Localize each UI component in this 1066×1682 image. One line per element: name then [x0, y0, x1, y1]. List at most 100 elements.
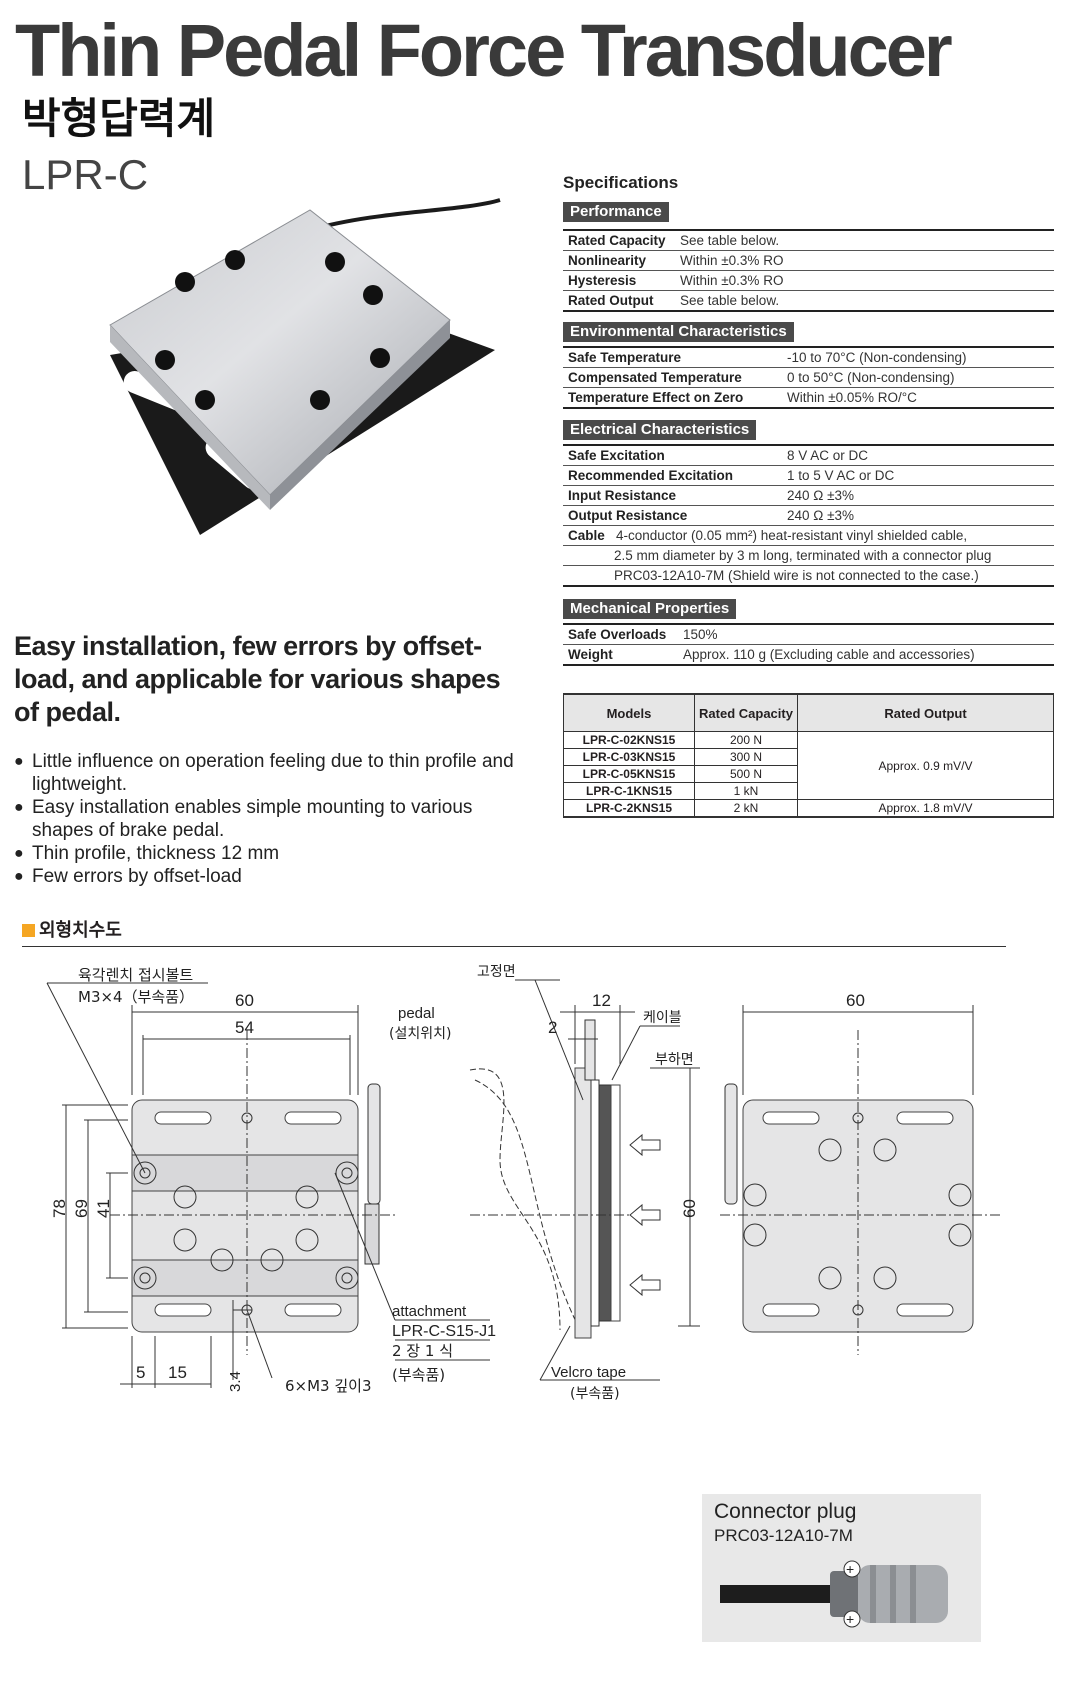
dim-label-5: 5 — [136, 1363, 145, 1382]
spec-value: 1 to 5 V AC or DC — [787, 468, 895, 483]
spec-key: Safe Excitation — [568, 448, 665, 463]
cable-line-3: PRC03-12A10-7M (Shield wire is not conne… — [614, 568, 979, 583]
plus-icon: + — [846, 1561, 854, 1577]
table-row: LPR-C-1KNS15 1 kN — [563, 782, 1054, 800]
cable-line-1: 4-conductor (0.05 mm²) heat-resistant vi… — [616, 528, 968, 543]
table-header: Models — [563, 693, 695, 732]
spec-key: Safe Temperature — [568, 350, 682, 365]
spec-key: Recommended Excitation — [568, 468, 734, 483]
environmental-heading: Environmental Characteristics — [563, 322, 794, 342]
dim-label-side-60: 60 — [680, 1199, 699, 1218]
capacity-cell: 2 kN — [694, 799, 798, 817]
mechanical-section: Safe Overloads 150% Weight Approx. 110 g (… — [563, 623, 1054, 666]
bullet-square-icon — [22, 924, 35, 937]
dim-label-54: 54 — [235, 1018, 254, 1037]
dim-label-velcro: Velcro tape — [551, 1364, 626, 1381]
spec-value: Approx. 110 g (Excluding cable and acces… — [683, 647, 975, 662]
feature-item: Thin profile, thickness 12 mm — [14, 842, 534, 865]
dim-label-load-face: 부하면 — [655, 1052, 694, 1068]
spec-value: 150% — [683, 627, 718, 642]
spec-row: Input Resistance 240 Ω ±3% — [563, 486, 1054, 506]
table-row: LPR-C-03KNS15 300 N — [563, 748, 1054, 766]
feature-item: Easy installation enables simple mountin… — [14, 796, 534, 842]
spec-row: Hysteresis Within ±0.3% RO — [563, 271, 1054, 291]
table-row: LPR-C-02KNS15 200 N Approx. 0.9 mV/V — [563, 731, 1054, 800]
dim-label-78: 78 — [50, 1199, 69, 1218]
spec-row: Weight Approx. 110 g (Excluding cable and… — [563, 645, 1054, 664]
model-cell: LPR-C-2KNS15 — [563, 799, 695, 817]
dim-label-fixed-face: 고정면 — [477, 964, 516, 980]
dim-label-pedal-ko: (설치위치) — [389, 1026, 451, 1042]
spec-key: Weight — [568, 647, 613, 662]
spec-key: Nonlinearity — [568, 253, 647, 268]
specifications-title: Specifications — [563, 173, 679, 192]
dim-label-cable-ko: 케이블 — [643, 1010, 682, 1026]
dimensions-heading: 외형치수도 — [22, 916, 122, 942]
feature-item: Few errors by offset-load — [14, 865, 534, 888]
table-header: Rated Capacity — [694, 693, 798, 732]
capacity-cell: 1 kN — [694, 782, 798, 800]
page-title: Thin Pedal Force Transducer — [15, 9, 953, 92]
capacity-cell: 500 N — [694, 765, 798, 783]
dim-label-69: 69 — [72, 1199, 91, 1218]
model-cell: LPR-C-05KNS15 — [563, 765, 695, 783]
spec-value: 240 Ω ±3% — [787, 488, 855, 503]
output-cell: Approx. 1.8 mV/V — [797, 799, 1054, 817]
model-cell: LPR-C-03KNS15 — [563, 748, 695, 766]
spec-value: Within ±0.3% RO — [680, 273, 784, 288]
capacity-cell: 300 N — [694, 748, 798, 766]
plus-icon: + — [846, 1611, 854, 1627]
dim-label-tap: 6×M3 깊이3 — [285, 1377, 372, 1395]
table-row: LPR-C-05KNS15 500 N — [563, 765, 1054, 783]
mechanical-heading: Mechanical Properties — [563, 599, 737, 619]
spec-value: 240 Ω ±3% — [787, 508, 855, 523]
spec-key: Input Resistance — [568, 488, 677, 503]
dim-label-right-60: 60 — [846, 991, 865, 1010]
spec-row: Safe Overloads 150% — [563, 625, 1054, 645]
connector-title: Connector plug — [714, 1500, 857, 1523]
dim-label-12: 12 — [592, 991, 611, 1010]
spec-row: Temperature Effect on Zero Within ±0.05% … — [563, 388, 1054, 407]
models-table: Models Rated Capacity Rated Output LPR-C… — [563, 693, 1054, 818]
spec-row: Safe Temperature-10 to 70°C (Non-condens… — [563, 348, 1054, 368]
dim-label-2: 2 — [548, 1018, 557, 1037]
spec-value: Within ±0.3% RO — [680, 253, 784, 268]
spec-value: Within ±0.05% RO/°C — [787, 390, 917, 405]
output-cell: Approx. 0.9 mV/V — [797, 731, 1054, 800]
spec-key: Cable — [568, 528, 605, 543]
table-header: Rated Output — [797, 693, 1054, 732]
dim-label-41: 41 — [94, 1199, 113, 1218]
model-code: LPR-C — [22, 151, 149, 198]
environmental-section: Safe Temperature-10 to 70°C (Non-condens… — [563, 346, 1054, 409]
dim-label-velcro-ko: (부속품) — [570, 1386, 620, 1402]
dim-label-attachment: attachment — [392, 1303, 467, 1320]
dim-label-attachment-code: LPR-C-S15-J1 — [392, 1323, 496, 1340]
spec-value: 0 to 50°C (Non-condensing) — [787, 370, 955, 385]
spec-key: Rated Output — [568, 293, 654, 308]
spec-key: Temperature Effect on Zero — [568, 390, 744, 405]
product-photo — [109, 198, 501, 535]
spec-row: Recommended Excitation 1 to 5 V AC or DC — [563, 466, 1054, 486]
spec-key: Hysteresis — [568, 273, 637, 288]
spec-row-cable: PRC03-12A10-7M (Shield wire is not conne… — [563, 566, 1054, 585]
feature-item: Little influence on operation feeling du… — [14, 750, 534, 796]
capacity-cell: 200 N — [694, 731, 798, 749]
dimension-drawing: 육각렌치 접시볼트 M3×4（부속품） 60 54 78 69 41 5 15 … — [46, 964, 1000, 1402]
divider — [22, 946, 1006, 947]
dim-label-bolt-spec: M3×4（부속품） — [78, 988, 194, 1006]
dim-label-pedal: pedal — [398, 1005, 435, 1022]
dim-label-60: 60 — [235, 991, 254, 1010]
headline: Easy installation, few errors by offset-… — [14, 631, 501, 727]
cable-line-2: 2.5 mm diameter by 3 m long, terminated … — [614, 548, 992, 563]
spec-row: Nonlinearity Within ±0.3% RO — [563, 251, 1054, 271]
dim-label-3-4: 3.4 — [227, 1371, 244, 1392]
spec-key: Safe Overloads — [568, 627, 667, 642]
spec-key: Rated Capacity — [568, 233, 666, 248]
